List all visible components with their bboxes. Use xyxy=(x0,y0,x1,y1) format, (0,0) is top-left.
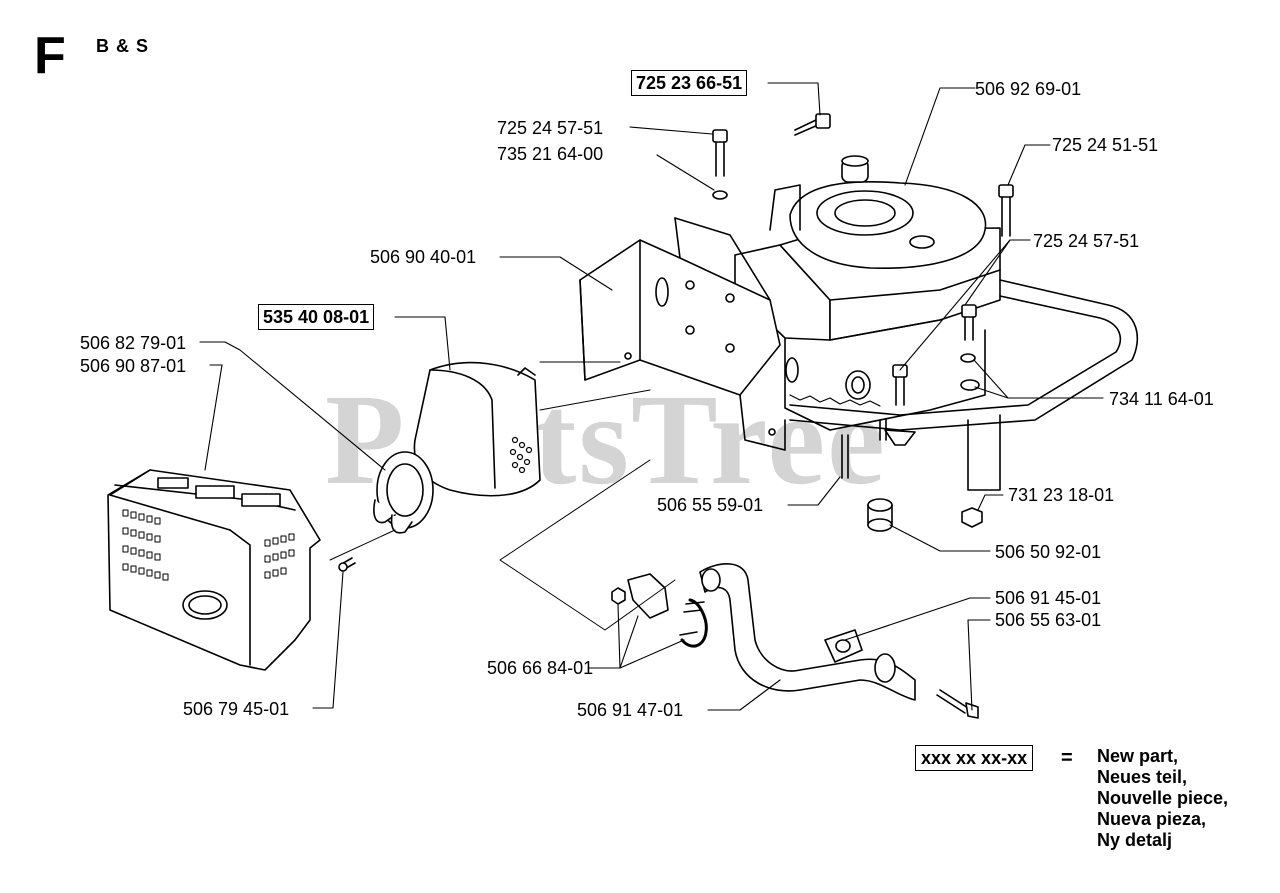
part-number-506-55-63-01[interactable]: 506 55 63-01 xyxy=(995,610,1102,630)
part-number-506-90-40-01[interactable]: 506 90 40-01 xyxy=(370,247,477,267)
legend-meaning-spanish: Nueva pieza, xyxy=(1097,809,1207,829)
deflector-drawing xyxy=(373,451,434,534)
part-number-725-24-51-51[interactable]: 725 24 51-51 xyxy=(1052,135,1159,155)
part-number-new-725-23-66-51[interactable]: 725 23 66-51 xyxy=(631,70,748,96)
part-number-506-91-45-01[interactable]: 506 91 45-01 xyxy=(995,588,1102,608)
engine-bracket-drawing xyxy=(579,184,801,451)
legend-meaning-german: Neues teil, xyxy=(1097,767,1188,787)
legend-meaning-french: Nouvelle piece, xyxy=(1097,788,1229,808)
frame-tube-drawing xyxy=(789,279,1139,446)
part-number-506-92-69-01[interactable]: 506 92 69-01 xyxy=(975,79,1082,99)
legend-new-part-meanings: New part, Neues teil, Nouvelle piece, Nu… xyxy=(1097,746,1228,851)
part-number-506-50-92-01[interactable]: 506 50 92-01 xyxy=(995,542,1102,562)
legend-meaning-english: New part, xyxy=(1097,746,1179,766)
leader-lines xyxy=(199,82,1104,711)
part-number-725-24-57-51-right[interactable]: 725 24 57-51 xyxy=(1033,231,1140,251)
legend-meaning-swedish: Ny detalj xyxy=(1097,830,1173,850)
part-number-506-66-84-01[interactable]: 506 66 84-01 xyxy=(487,658,594,678)
part-number-506-91-47-01[interactable]: 506 91 47-01 xyxy=(577,700,684,720)
part-number-506-55-59-01[interactable]: 506 55 59-01 xyxy=(657,495,764,515)
exhaust-pipe-drawing xyxy=(611,563,979,719)
hardware-drawing xyxy=(712,113,1014,532)
part-number-506-90-87-01[interactable]: 506 90 87-01 xyxy=(80,356,187,376)
part-number-506-79-45-01[interactable]: 506 79 45-01 xyxy=(183,699,290,719)
engine-brand-label: B & S xyxy=(96,36,150,56)
legend-equals-sign: = xyxy=(1061,747,1073,769)
part-number-731-23-18-01[interactable]: 731 23 18-01 xyxy=(1008,485,1115,505)
projection-lines xyxy=(329,361,676,631)
legend-new-part-key: xxx xx xx-xx xyxy=(915,745,1034,771)
heat-shield-drawing xyxy=(107,469,356,671)
muffler-drawing xyxy=(413,361,541,497)
part-number-725-24-57-51-top[interactable]: 725 24 57-51 xyxy=(497,118,604,138)
part-number-734-11-64-01[interactable]: 734 11 64-01 xyxy=(1109,389,1214,409)
part-number-new-535-40-08-01[interactable]: 535 40 08-01 xyxy=(258,304,375,330)
part-number-735-21-64-00[interactable]: 735 21 64-00 xyxy=(497,144,604,164)
section-letter: F xyxy=(34,27,66,85)
engine-drawing xyxy=(734,155,1001,491)
part-number-506-82-79-01[interactable]: 506 82 79-01 xyxy=(80,333,187,353)
